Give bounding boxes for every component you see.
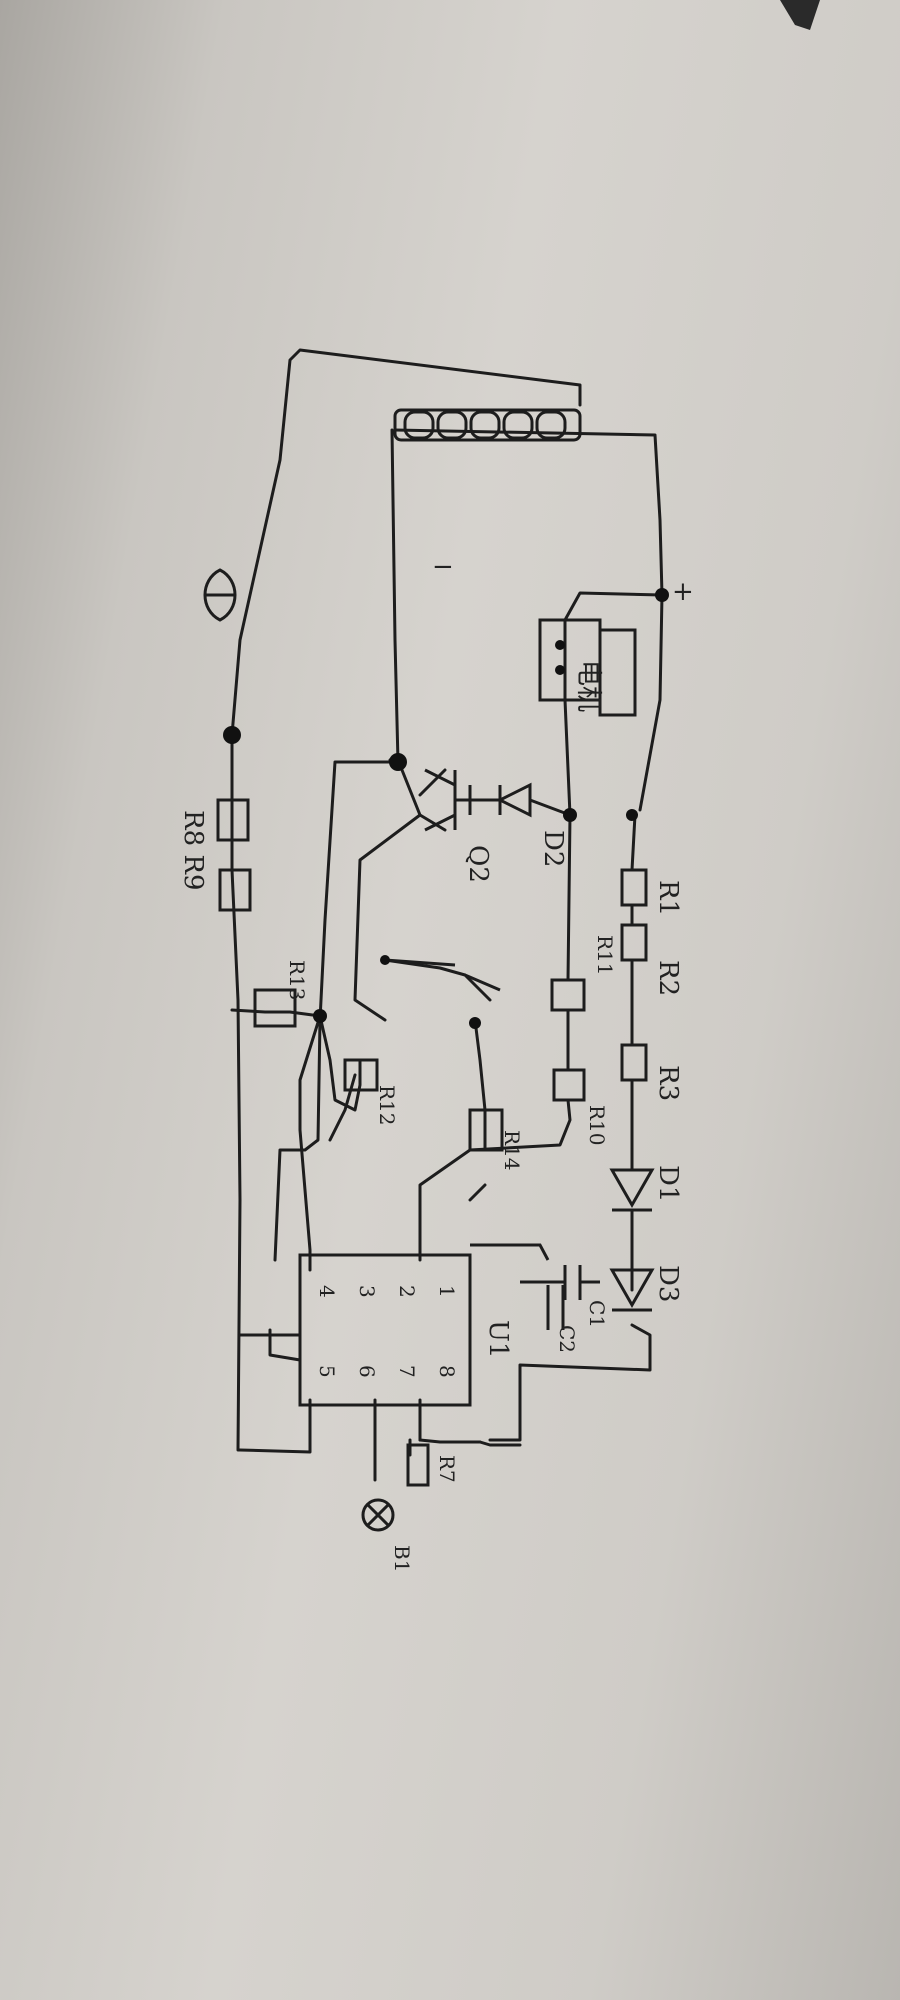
capacitor-c2 (470, 1243, 565, 1330)
pin-4: 4 (315, 1285, 339, 1298)
label-b1: B1 (390, 1545, 414, 1572)
label-u1: U1 (483, 1320, 513, 1358)
resistor-r10 (552, 1068, 586, 1102)
diode-d3 (609, 1268, 655, 1312)
pin-7: 7 (395, 1365, 419, 1378)
label-r8r9: R8 R9 (178, 810, 208, 891)
label-r13: R13 (285, 960, 309, 1001)
transistor-q2 (424, 768, 457, 832)
resistor-r8 (216, 798, 250, 842)
diode-d1 (609, 1168, 655, 1212)
pin-1: 1 (435, 1285, 459, 1298)
pin-8: 8 (435, 1365, 459, 1378)
label-c2: C2 (555, 1325, 579, 1353)
resistor-r2 (620, 923, 648, 962)
resistor-r1 (620, 868, 648, 907)
label-r7: R7 (435, 1455, 459, 1483)
ic-u1 (298, 1253, 472, 1407)
label-r10: R10 (585, 1105, 609, 1146)
label-r12: R12 (375, 1085, 399, 1126)
label-q2: Q2 (463, 845, 493, 883)
ground-symbol (203, 568, 237, 622)
resistor-r12 (343, 1058, 379, 1092)
resistor-r13 (253, 988, 297, 1028)
resistor-r3 (620, 1043, 648, 1082)
pin-5: 5 (315, 1365, 339, 1378)
label-minus: − (432, 552, 454, 582)
label-r11: R11 (593, 935, 617, 976)
label-d2: D2 (538, 830, 568, 867)
pin-6: 6 (355, 1365, 379, 1378)
label-r3: R3 (653, 1065, 683, 1101)
lamp-b1 (361, 1498, 395, 1532)
label-c1: C1 (585, 1300, 609, 1328)
battery-pack (393, 408, 582, 442)
label-d1: D1 (653, 1165, 683, 1202)
label-motor: 电机 (573, 660, 603, 712)
pin-3: 3 (355, 1285, 379, 1298)
motor (538, 618, 637, 717)
diode-d2 (468, 782, 532, 818)
label-r14: R14 (500, 1130, 524, 1171)
capacitor-c1 (520, 1265, 600, 1300)
resistor-r7 (406, 1443, 430, 1487)
label-d3: D3 (653, 1265, 683, 1302)
junction-dots (223, 588, 669, 1023)
resistor-r14 (468, 1108, 504, 1152)
pin-2: 2 (395, 1285, 419, 1298)
resistor-r9 (218, 868, 252, 912)
switch (384, 958, 501, 1029)
photo-corner-shadow (780, 0, 820, 30)
label-plus: + (672, 577, 694, 607)
resistor-r11 (550, 978, 586, 1012)
label-r1: R1 (653, 880, 683, 916)
label-r2: R2 (653, 960, 683, 996)
